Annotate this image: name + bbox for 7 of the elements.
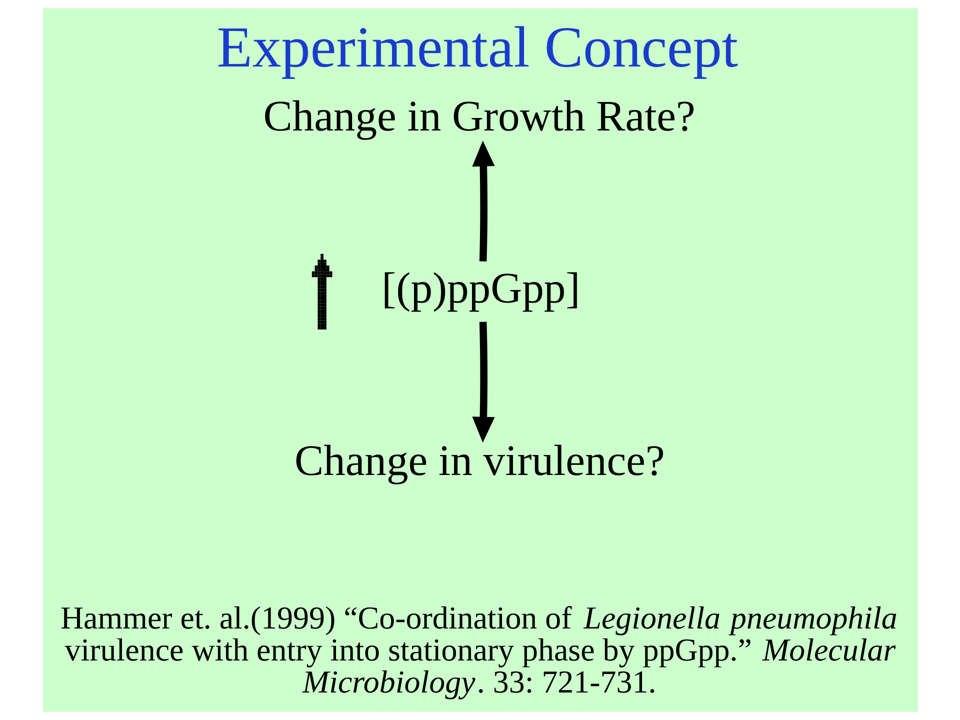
- diagram-title: Experimental Concept: [216, 14, 738, 80]
- arrow: [472, 140, 494, 262]
- node-text: Change in Growth Rate?: [262, 92, 695, 140]
- node-text: [(p)ppGpp]: [381, 264, 580, 313]
- caption: Hammer et. al.(1999) “Co-ordination of Legionella pneumophila virulence with entry into stationary phase by ppGpp.” Molecular Microbiology. 33: 721-731.: [60, 600, 897, 700]
- node-text: Change in virulence?: [294, 436, 664, 485]
- arrow: [472, 322, 494, 443]
